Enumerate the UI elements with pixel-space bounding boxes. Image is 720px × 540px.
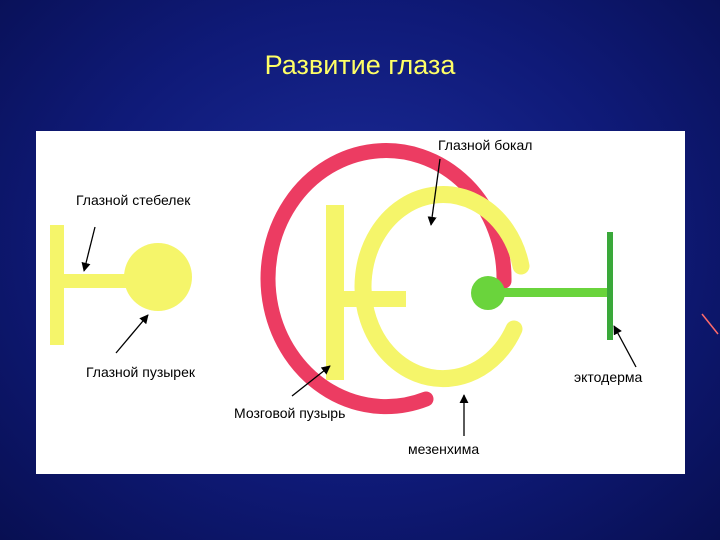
lens-stalk — [498, 288, 612, 297]
mesenchyme-arc — [260, 143, 512, 415]
optic-vesicle — [124, 243, 192, 311]
label-mesenchyme: мезенхима — [408, 441, 480, 457]
label-optic-stalk: Глазной стебелек — [76, 192, 191, 208]
brain-wall-right — [326, 205, 344, 380]
diagram-panel: Глазной бокал Глазной стебелек Глазной п… — [36, 131, 685, 474]
eye-cup — [354, 186, 530, 388]
label-optic-vesicle: Глазной пузырек — [86, 364, 195, 380]
arrow-brain-vesicle — [291, 365, 331, 397]
eye-cup-stage — [260, 143, 613, 415]
optic-vesicle-stage — [50, 225, 192, 345]
label-eye-cup: Глазной бокал — [438, 137, 533, 153]
decorative-line — [701, 313, 719, 335]
arrow-ectoderm — [613, 325, 637, 368]
brain-wall-left — [50, 225, 64, 345]
arrow-optic-stalk — [81, 226, 96, 272]
slide-title: Развитие глаза — [264, 50, 456, 80]
label-ectoderm: эктодерма — [574, 369, 643, 385]
arrow-eye-cup — [427, 158, 441, 226]
label-brain-vesicle: Мозговой пузырь — [234, 405, 346, 421]
lens-vesicle — [471, 276, 505, 310]
ectoderm-layer — [607, 232, 613, 340]
arrow-optic-vesicle — [115, 314, 149, 354]
eye-development-diagram — [50, 143, 637, 436]
optic-stalk-left — [60, 274, 134, 288]
optic-stalk-right — [341, 291, 406, 307]
